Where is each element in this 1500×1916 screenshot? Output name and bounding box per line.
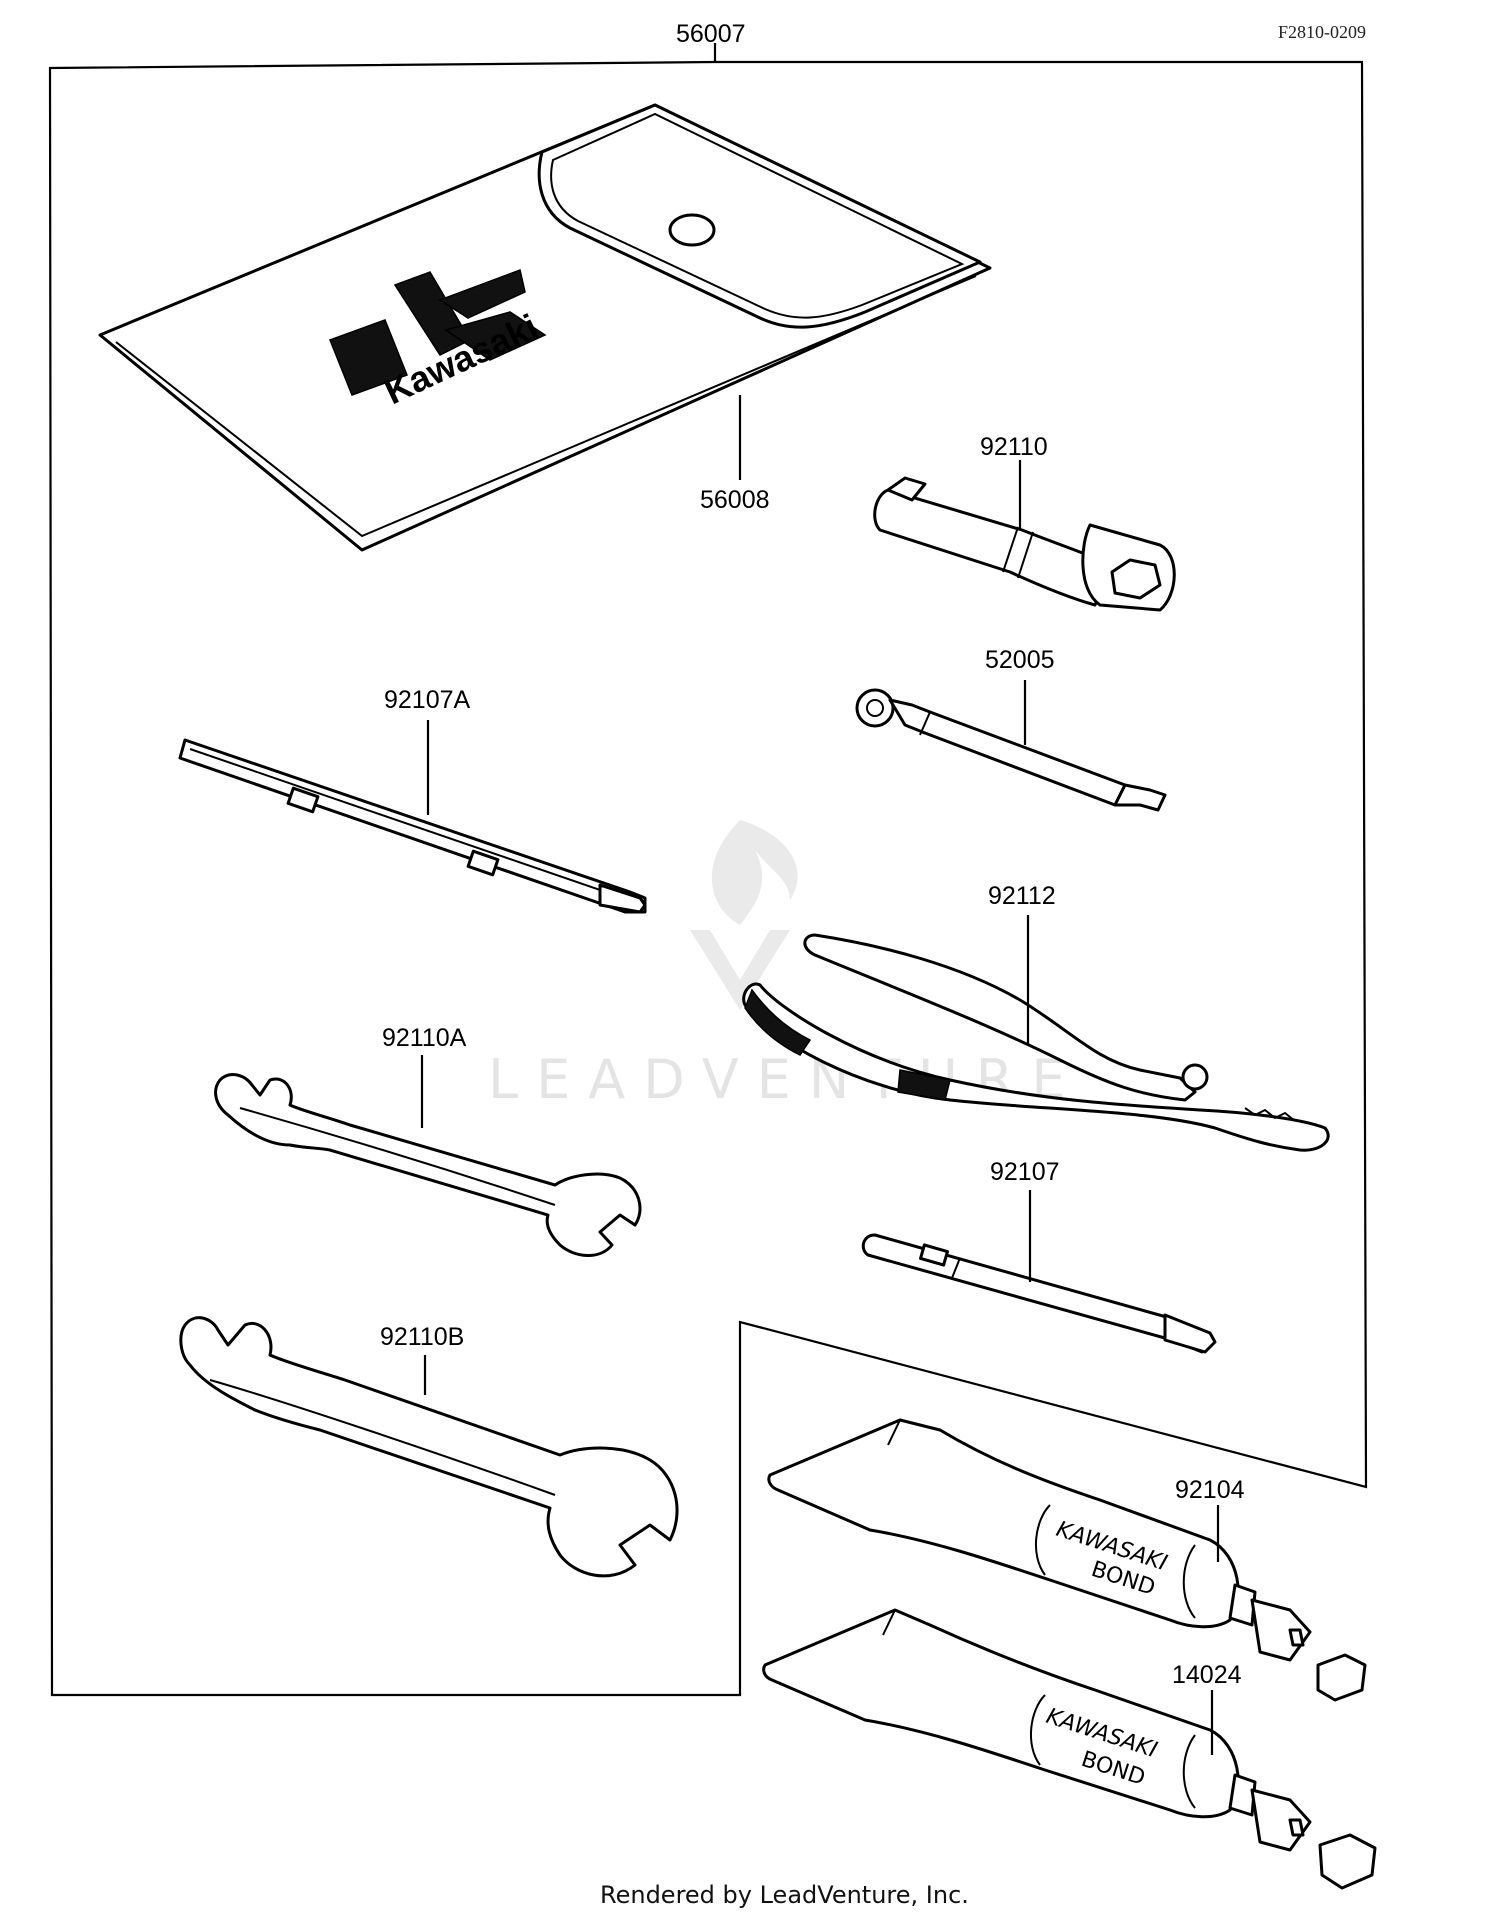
screwdriver-handle	[855, 688, 1167, 812]
callout-bond-1: 92104	[1175, 1476, 1245, 1504]
callout-screwdriver-a: 92107A	[384, 686, 471, 714]
callout-wrench-b: 92110B	[380, 1323, 464, 1351]
reference-code: F2810-0209	[1278, 22, 1366, 42]
callout-pliers: 92112	[988, 882, 1056, 910]
footer-credit: Rendered by LeadVenture, Inc.	[600, 1881, 969, 1909]
callout-screwdriver: 92107	[990, 1158, 1060, 1186]
tool-pouch: Kawasaki	[98, 103, 992, 552]
spark-plug-wrench	[873, 476, 1176, 612]
callout-pouch: 56008	[700, 486, 770, 514]
callout-bond-2: 14024	[1172, 1661, 1242, 1689]
pliers	[742, 933, 1330, 1152]
screwdriver	[861, 1233, 1217, 1354]
bond-tube-1: KAWASAKI BOND	[767, 1418, 1367, 1702]
bond-tube-2: KAWASAKI BOND	[762, 1608, 1377, 1890]
callout-wrench-a: 92110A	[382, 1024, 467, 1052]
watermark: LEADVENTURE	[488, 820, 1065, 1111]
open-end-wrench-b	[179, 1316, 679, 1578]
callout-kit: 56007	[676, 20, 746, 48]
callout-plug-wrench: 92110	[980, 433, 1048, 461]
double-screwdriver	[178, 738, 647, 914]
callout-handle: 52005	[985, 646, 1055, 674]
kit-outline	[48, 60, 1368, 1697]
open-end-wrench-a	[214, 1073, 642, 1257]
